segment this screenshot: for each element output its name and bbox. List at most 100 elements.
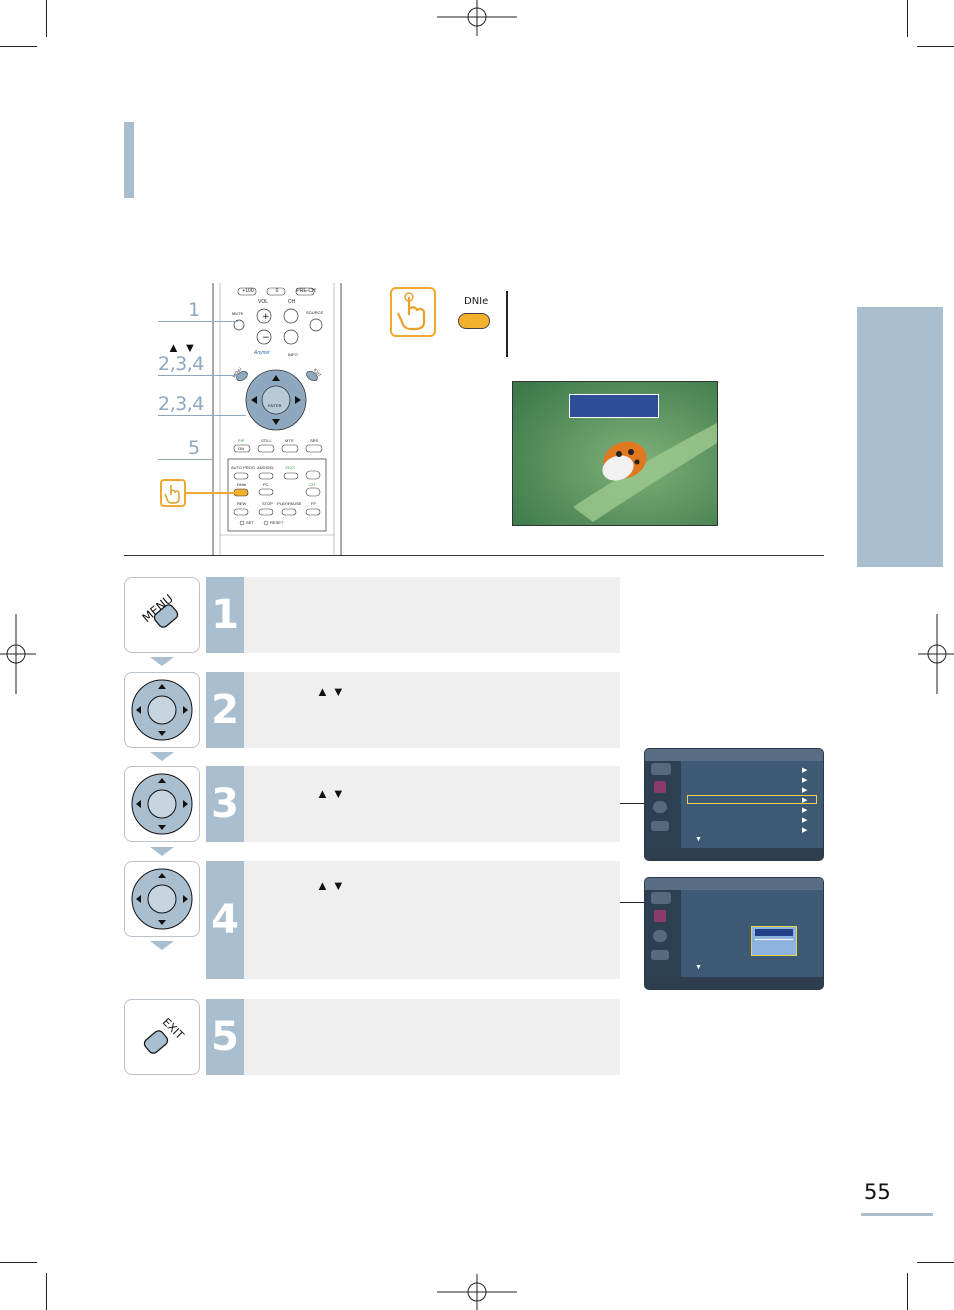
remote-reset-label: RESET — [270, 520, 284, 525]
step-body — [244, 999, 620, 1075]
screen-osd-bar — [569, 394, 659, 418]
title-accent-bar — [124, 122, 134, 198]
callout-number: 2,3,4 — [158, 353, 204, 375]
remote-lower-label: TEXT — [285, 465, 296, 470]
navigation-pad-icon — [124, 672, 200, 748]
remote-pip-on-label: ON — [238, 446, 244, 451]
step-number: 4 — [206, 861, 244, 979]
remote-ch-label: CH — [288, 299, 296, 305]
dnie-button[interactable] — [458, 313, 490, 329]
crop-mark — [46, 1273, 47, 1310]
remote-anynet-label: Anynet — [254, 350, 270, 356]
osd-category-icon — [651, 763, 671, 775]
remote-button-label: +100 — [242, 288, 254, 294]
remote-enter-label: ENTER — [268, 403, 282, 408]
callout-number: 2,3,4 — [158, 393, 204, 415]
step-arrow — [150, 657, 174, 666]
step-number: 2 — [206, 672, 244, 748]
step-arrow — [150, 752, 174, 761]
crop-mark — [917, 46, 954, 47]
navigation-pad-icon — [124, 766, 200, 842]
step-body — [244, 766, 620, 842]
step-body — [244, 861, 620, 979]
osd-menu-screen: ▼ — [644, 877, 824, 990]
crop-mark — [0, 1262, 37, 1263]
remote-button-label: PRE-CH — [296, 288, 316, 294]
remote-info-label: INFO — [288, 352, 298, 357]
callout-line — [158, 415, 246, 416]
osd-channel-icon — [651, 950, 669, 960]
remote-row-label: STILL — [261, 438, 272, 443]
remote-transport-label: FF — [311, 501, 316, 506]
remote-lower-label: DNIe — [237, 482, 247, 487]
remote-source-label: SOURCE — [306, 310, 324, 315]
page-number-underline — [861, 1213, 933, 1216]
page-number: 55 — [864, 1180, 891, 1204]
up-down-arrows-icon: ▲▼ — [316, 786, 348, 801]
step-arrow — [150, 941, 174, 950]
remote-lower-label: CH — [309, 482, 315, 487]
callout-line — [158, 459, 213, 460]
hand-icon — [160, 479, 186, 507]
step-number: 1 — [206, 577, 244, 653]
chapter-side-tab — [857, 307, 943, 567]
remote-transport-label: REW — [237, 501, 247, 506]
osd-picture-icon — [654, 910, 666, 922]
navigation-pad-icon — [124, 861, 200, 937]
remote-mute-label: MUTE — [232, 311, 244, 316]
remote-row-label: MTS — [285, 438, 294, 443]
remote-button-label: 0 — [275, 288, 279, 294]
divider-vertical — [506, 291, 508, 357]
step-body — [244, 672, 620, 748]
remote-vol-label: VOL — [258, 299, 269, 305]
osd-menu-screen: ▶ ▶ ▶ ▶ ▶ ▶ ▶ ▼ — [644, 748, 824, 861]
callout-line — [158, 321, 238, 322]
osd-picture-icon — [654, 781, 666, 793]
registration-mark-right — [918, 614, 954, 694]
svg-text:−: − — [262, 333, 270, 343]
crop-mark — [0, 46, 37, 47]
hand-icon — [390, 287, 436, 337]
exit-button-icon: EXIT — [124, 999, 200, 1075]
remote-row-label: SRS — [310, 438, 319, 443]
dnie-label: DNIe — [464, 296, 489, 307]
leader-line — [620, 902, 644, 903]
menu-button-icon: MENU — [124, 577, 200, 653]
callout-arrows: ▲ ▼ — [167, 340, 197, 355]
crop-mark — [907, 1273, 908, 1310]
remote-transport-label: PLAY/PAUSE — [277, 501, 302, 506]
crop-mark — [46, 0, 47, 37]
remote-set-label: SET — [246, 520, 254, 525]
remote-control-illustration: + − — [212, 283, 342, 555]
remote-transport-label: STOP — [262, 501, 273, 506]
section-divider — [124, 555, 824, 556]
callout-number: 1 — [188, 299, 200, 321]
osd-highlight — [687, 795, 817, 804]
callout-line — [158, 375, 248, 376]
remote-lower-label: PC — [263, 482, 269, 487]
crop-mark — [907, 0, 908, 37]
step-body — [244, 577, 620, 653]
remote-lower-label: AUTO PROG. — [231, 465, 257, 470]
remote-row-label: PIP — [238, 438, 245, 443]
osd-sound-icon — [653, 801, 667, 813]
step-number: 3 — [206, 766, 244, 842]
leader-line — [620, 803, 644, 804]
callout-line-dnie — [186, 492, 236, 494]
screen-preview-image — [512, 381, 718, 526]
callout-number: 5 — [188, 437, 200, 459]
osd-category-icon — [651, 892, 671, 904]
up-down-arrows-icon: ▲▼ — [316, 878, 348, 893]
osd-channel-icon — [651, 821, 669, 831]
crop-mark — [917, 1262, 954, 1263]
remote-lower-label: ADD/DEL — [257, 465, 275, 470]
registration-mark-left — [0, 614, 36, 694]
registration-mark-top — [437, 0, 517, 36]
osd-sound-icon — [653, 930, 667, 942]
up-down-arrows-icon: ▲▼ — [316, 684, 348, 699]
svg-text:+: + — [262, 312, 270, 322]
registration-mark-bottom — [437, 1274, 517, 1310]
osd-popup — [751, 926, 797, 956]
step-arrow — [150, 847, 174, 856]
step-number: 5 — [206, 999, 244, 1075]
